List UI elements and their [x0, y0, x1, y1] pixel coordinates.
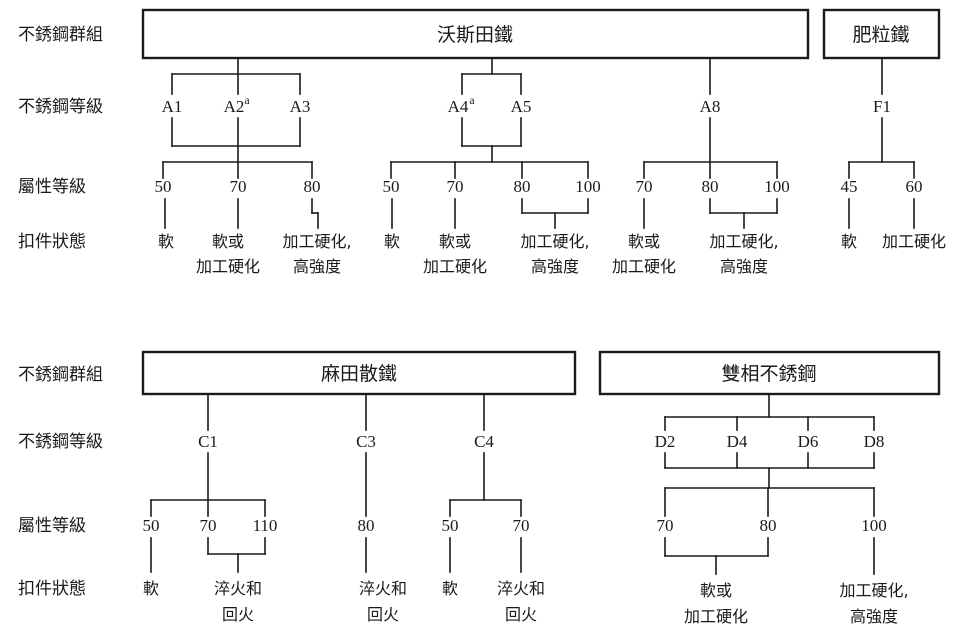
condition-g2-3-line1: 加工硬化, [520, 232, 589, 251]
condition-g1-2-line1: 軟或 [212, 232, 244, 251]
row-label-group-top: 不銹鋼群組 [18, 25, 103, 45]
grade-label-c4: C4 [474, 432, 494, 451]
grade-label-a2: A2 [224, 97, 245, 116]
property-class-70-g1: 70 [230, 177, 247, 196]
grade-label-d4: D4 [727, 432, 748, 451]
grade-footnote-a4: a [469, 95, 474, 107]
property-class-60-f1: 60 [906, 177, 923, 196]
condition-c1-1-line1: 軟 [143, 579, 159, 598]
property-class-50-g2: 50 [383, 177, 400, 196]
group-label-duplex: 雙相不銹鋼 [721, 363, 816, 385]
condition-c3-1-line2: 回火 [367, 605, 399, 624]
condition-g3-1-line2: 加工硬化 [612, 257, 676, 276]
grade-label-a4: A4 [448, 97, 469, 116]
row-label-condition-top: 扣件狀態 [18, 232, 86, 252]
condition-g1-1-line1: 軟 [158, 232, 174, 251]
property-class-80-g2: 80 [514, 177, 531, 196]
group-box-duplex[interactable] [598, 350, 941, 396]
row-label-property-class-bottom: 屬性等級 [18, 516, 86, 536]
condition-f1-2-line1: 加工硬化 [882, 232, 946, 251]
group-label-martensitic: 麻田散鐵 [321, 363, 397, 385]
condition-duplex-1-line2: 加工硬化 [684, 607, 748, 626]
property-class-70-g2: 70 [447, 177, 464, 196]
property-class-45-f1: 45 [841, 177, 858, 196]
property-class-50-g1: 50 [155, 177, 172, 196]
group-box-martensitic[interactable] [141, 350, 577, 396]
condition-g2-1-line1: 軟 [384, 232, 400, 251]
row-label-property-class-top: 屬性等級 [18, 177, 86, 197]
property-class-70-c1: 70 [200, 516, 217, 535]
group-label-austenitic: 沃斯田鐵 [437, 24, 513, 46]
condition-g2-2-line2: 加工硬化 [423, 257, 487, 276]
property-class-70-g3: 70 [636, 177, 653, 196]
group-box-austenitic[interactable] [141, 8, 810, 60]
property-class-70-duplex: 70 [657, 516, 674, 535]
row-label-grade-top: 不銹鋼等級 [18, 97, 103, 117]
property-class-100-duplex: 100 [861, 516, 887, 535]
condition-g1-3-line2: 高強度 [293, 257, 341, 276]
condition-duplex-2-line2: 高強度 [850, 607, 898, 626]
property-class-50-c4: 50 [442, 516, 459, 535]
condition-g1-3-line1: 加工硬化, [282, 232, 351, 251]
grade-footnote-a2: a [244, 95, 249, 107]
property-class-110-c1: 110 [253, 516, 278, 535]
condition-g2-3-line2: 高強度 [531, 257, 579, 276]
grade-label-f1: F1 [873, 97, 891, 116]
property-class-80-g1: 80 [304, 177, 321, 196]
row-label-grade-bottom: 不銹鋼等級 [18, 432, 103, 452]
grade-label-a1: A1 [162, 97, 183, 116]
condition-g2-2-line1: 軟或 [439, 232, 471, 251]
grade-label-d8: D8 [864, 432, 885, 451]
condition-c4-2-line2: 回火 [505, 605, 537, 624]
property-class-70-c4: 70 [513, 516, 530, 535]
condition-f1-1-line1: 軟 [841, 232, 857, 251]
property-class-80-duplex: 80 [760, 516, 777, 535]
condition-g1-2-line2: 加工硬化 [196, 257, 260, 276]
row-label-group-bottom: 不銹鋼群組 [18, 365, 103, 385]
condition-g3-1-line1: 軟或 [628, 232, 660, 251]
property-class-80-g3: 80 [702, 177, 719, 196]
property-class-100-g3: 100 [764, 177, 790, 196]
condition-g3-2-line2: 高強度 [720, 257, 768, 276]
condition-c4-2-line1: 淬火和 [497, 579, 545, 598]
condition-g3-2-line1: 加工硬化, [709, 232, 778, 251]
grade-label-a8: A8 [700, 97, 721, 116]
group-label-ferritic: 肥粒鐵 [852, 24, 909, 46]
condition-duplex-2-line1: 加工硬化, [839, 581, 908, 600]
grade-label-c1: C1 [198, 432, 218, 451]
property-class-100-g2: 100 [575, 177, 601, 196]
condition-c4-1-line1: 軟 [442, 579, 458, 598]
grade-label-a3: A3 [290, 97, 311, 116]
condition-c1-2-line1: 淬火和 [214, 579, 262, 598]
grade-label-d2: D2 [655, 432, 676, 451]
grade-label-c3: C3 [356, 432, 376, 451]
property-class-80-c3: 80 [358, 516, 375, 535]
row-label-condition-bottom: 扣件狀態 [18, 579, 86, 599]
grade-label-a5: A5 [511, 97, 532, 116]
property-class-50-c1: 50 [143, 516, 160, 535]
condition-c3-1-line1: 淬火和 [359, 579, 407, 598]
condition-c1-2-line2: 回火 [222, 605, 254, 624]
condition-duplex-1-line1: 軟或 [700, 581, 732, 600]
grade-label-d6: D6 [798, 432, 819, 451]
